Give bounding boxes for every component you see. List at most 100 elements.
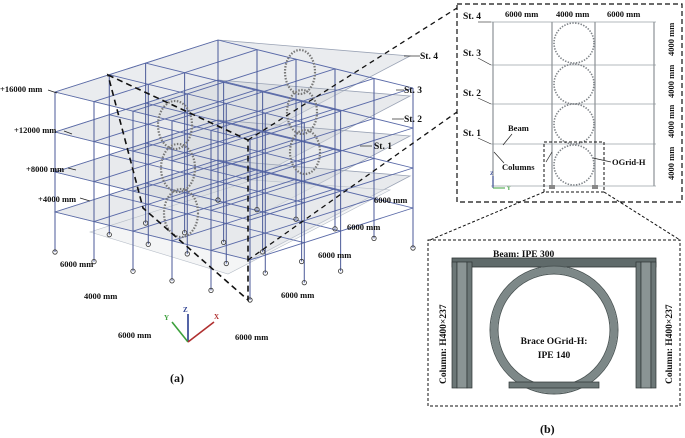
beam-line xyxy=(210,77,375,131)
axis-y-line xyxy=(171,321,189,343)
support-node xyxy=(215,197,221,203)
axis-x-label: X xyxy=(214,313,219,321)
storey-label-st2: St. 2 xyxy=(404,115,422,125)
beam-label: Beam: IPE 300 xyxy=(493,250,554,260)
caption-a: (a) xyxy=(170,371,184,385)
beam-line xyxy=(54,211,251,261)
support-node xyxy=(221,239,227,245)
elev-storey-st4: St. 4 xyxy=(463,12,481,22)
beam-line xyxy=(171,68,336,122)
elev-storey-st1: St. 1 xyxy=(463,129,481,139)
beam-line xyxy=(132,58,297,112)
beam-line xyxy=(210,197,375,251)
axis-y-label: Y xyxy=(164,314,169,322)
beam-line xyxy=(249,167,414,221)
brace-ring xyxy=(285,88,319,136)
axis-z-label: Z xyxy=(490,172,494,177)
elev-height: 4000 mm xyxy=(666,105,676,138)
span-label-right: 6000 mm xyxy=(235,332,268,342)
beam-line xyxy=(249,127,414,181)
brace-label-line1: Brace OGrid-H: xyxy=(521,337,588,347)
beam-line xyxy=(210,117,375,171)
span-label-right: 6000 mm xyxy=(281,290,314,300)
beam-line xyxy=(217,119,414,169)
brace-ring xyxy=(283,48,317,96)
storey-leader xyxy=(477,57,492,66)
support xyxy=(549,185,555,189)
beam-line xyxy=(145,102,341,152)
ring xyxy=(553,103,595,145)
beam-line xyxy=(54,79,219,133)
span-label-left: 6000 mm xyxy=(60,259,93,269)
elev-span-top: 6000 mm xyxy=(505,9,538,19)
elevation-12000: +12000 mm xyxy=(14,125,56,135)
elevation-storey-leaders xyxy=(477,21,492,145)
beam-line xyxy=(93,49,258,103)
support-node xyxy=(143,220,149,226)
support-node xyxy=(301,280,307,286)
support-node xyxy=(182,230,188,236)
beam-line xyxy=(132,98,297,152)
elevation-8000: +8000 mm xyxy=(26,164,64,174)
support-node xyxy=(410,245,416,251)
brace-ring xyxy=(288,128,322,176)
elevation-leader xyxy=(47,89,58,94)
storey-leader xyxy=(477,137,492,145)
ogrid-ring-outer xyxy=(489,265,619,395)
column-web xyxy=(456,261,468,389)
base-plate xyxy=(508,381,600,389)
elevation-leaders xyxy=(47,89,91,202)
beam-line xyxy=(171,108,336,162)
beam-leader xyxy=(502,133,513,146)
detail-callout-box xyxy=(543,141,605,193)
elevation-rings xyxy=(553,22,595,186)
storey-leaders xyxy=(360,55,420,147)
axis-z-label: Z xyxy=(183,306,188,314)
columns-leader-left xyxy=(493,151,505,164)
support-node xyxy=(130,268,136,274)
beam-line xyxy=(54,39,219,93)
column-left-label: Column: H400×237 xyxy=(439,304,449,384)
beam-annotation: Beam xyxy=(508,123,529,133)
column-left xyxy=(451,261,473,389)
beam-line xyxy=(210,157,375,211)
support-node xyxy=(223,260,229,267)
section-plane xyxy=(106,73,249,302)
ring xyxy=(553,144,595,186)
elev-span-top: 6000 mm xyxy=(607,9,640,19)
support-node xyxy=(293,216,299,222)
frame-supports xyxy=(52,197,416,303)
beam-line xyxy=(54,159,219,213)
beam-line xyxy=(109,154,305,204)
elevation-16000: +16000 mm xyxy=(0,84,42,94)
detail-leader-left xyxy=(429,191,545,241)
beam-line xyxy=(145,142,341,192)
frame-grid xyxy=(54,39,414,261)
brace-ring xyxy=(162,187,200,239)
support-node xyxy=(254,207,260,213)
beam-line xyxy=(54,171,251,221)
storey-label-st4: St. 4 xyxy=(420,52,438,62)
storey-leader xyxy=(477,97,492,105)
axis-triad: Z Y X xyxy=(164,306,219,343)
panel-b-elevation: St. 4 St. 3 St. 2 St. 1 6000 mm 4000 mm … xyxy=(456,3,683,203)
beam-line xyxy=(109,114,305,164)
elev-height: 4000 mm xyxy=(666,147,676,180)
storey-label-st3: St. 3 xyxy=(404,86,422,96)
beam-line xyxy=(93,129,258,183)
elevation-leader xyxy=(79,197,91,202)
brace-ring xyxy=(159,142,197,194)
elev-height: 4000 mm xyxy=(666,65,676,98)
elev-height: 4000 mm xyxy=(666,23,676,56)
support-node xyxy=(145,241,151,247)
beam-line xyxy=(93,89,258,143)
beam-line xyxy=(171,188,336,242)
support-node xyxy=(338,268,344,274)
frame-columns xyxy=(54,40,414,300)
beam-line xyxy=(109,194,305,244)
beam-line xyxy=(93,169,258,223)
span-label-right: 6000 mm xyxy=(318,250,351,260)
column-flange xyxy=(635,261,642,389)
